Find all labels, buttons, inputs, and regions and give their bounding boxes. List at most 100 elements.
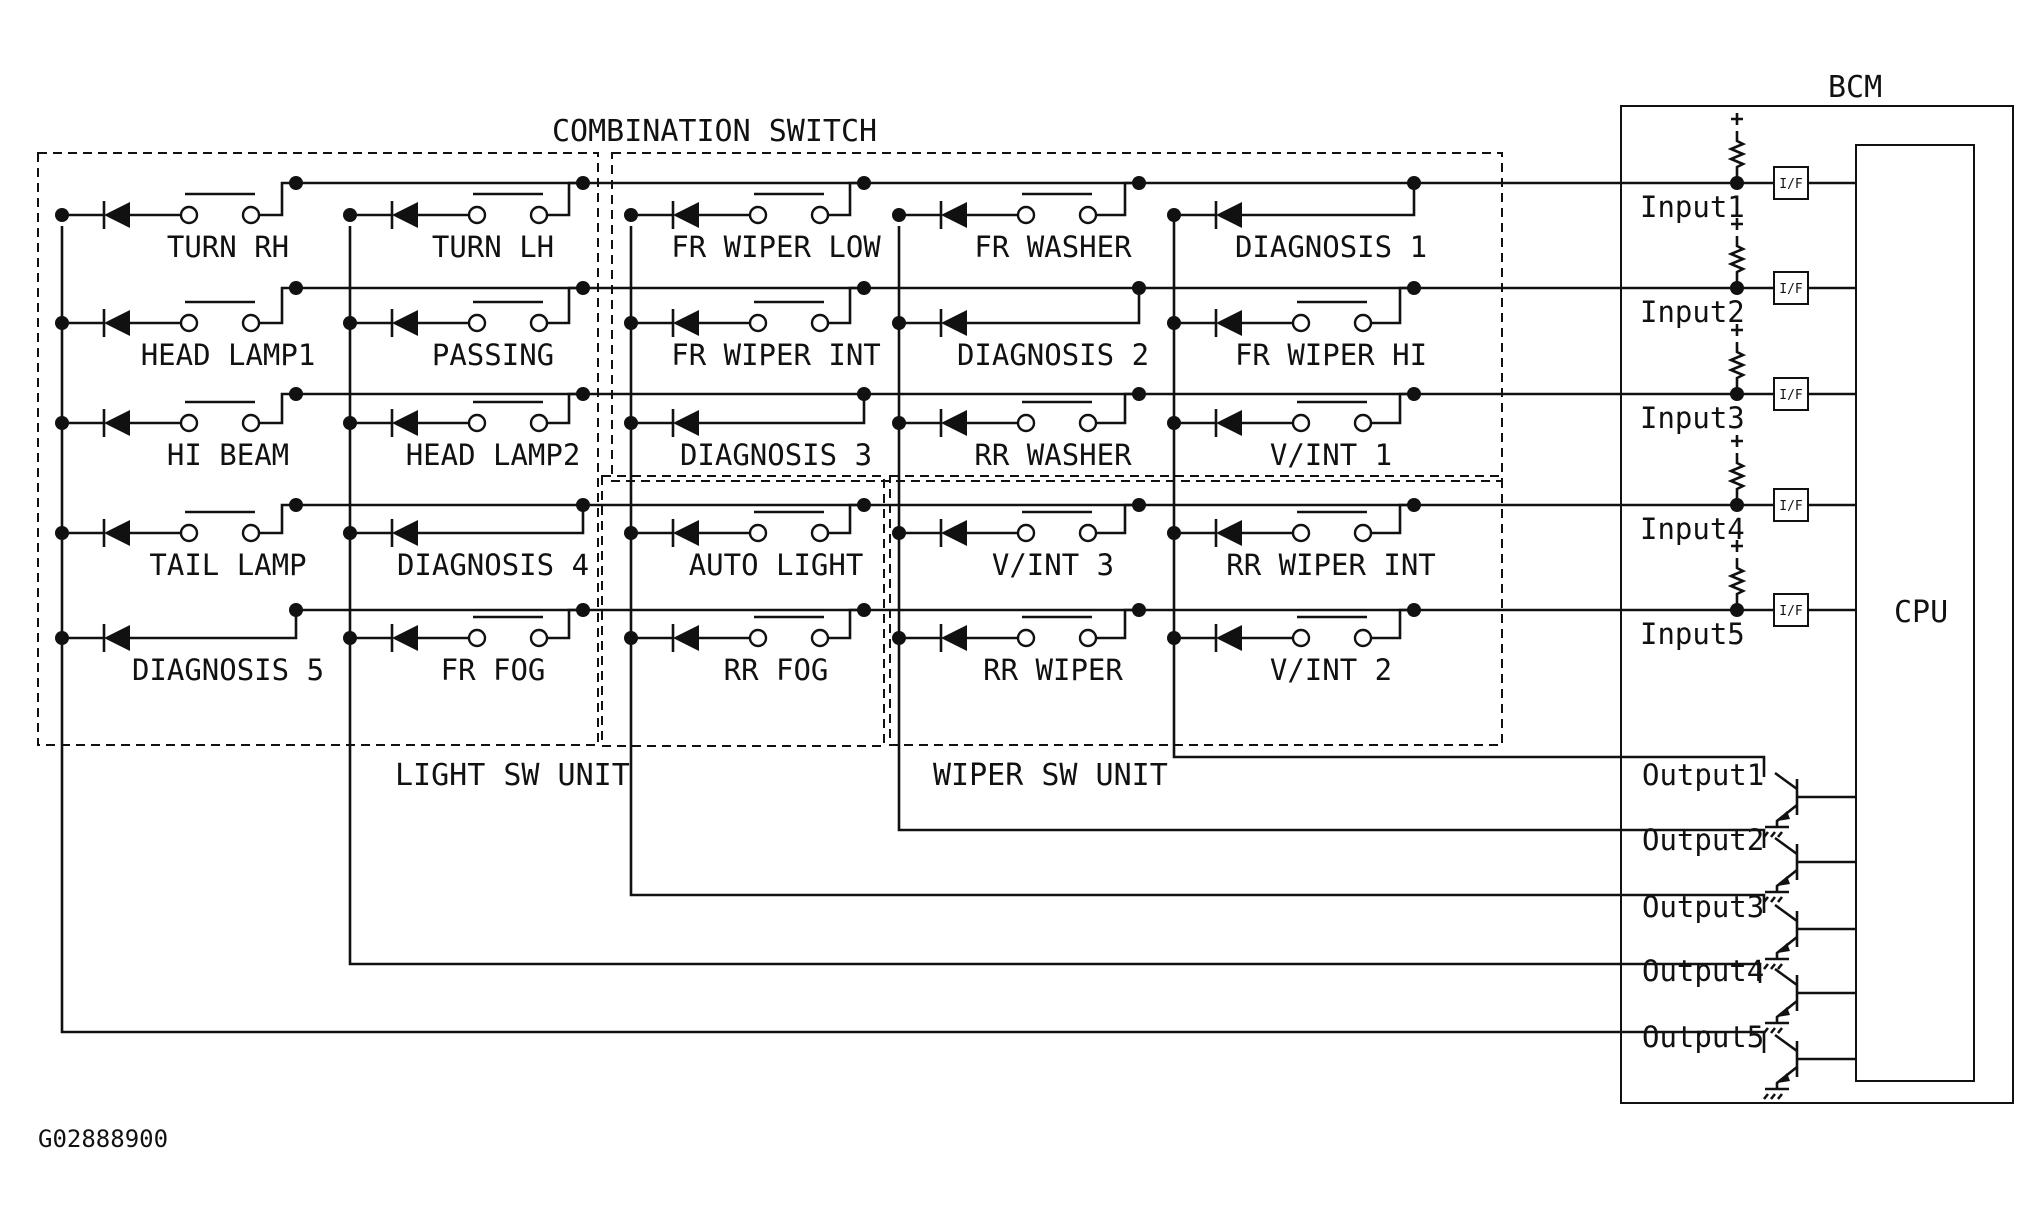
switch-label: AUTO LIGHT (689, 548, 864, 582)
output-label: Output2 (1642, 823, 1764, 857)
contact-terminal (241, 205, 261, 225)
diode-icon (939, 624, 967, 652)
switch-label: PASSING (432, 338, 554, 372)
junction-dot (289, 281, 303, 295)
junction-dot (576, 176, 590, 190)
contact-terminal (529, 413, 549, 433)
resistor-icon (1727, 342, 1747, 394)
output-label: Output3 (1642, 890, 1764, 924)
input-label: Input2 (1640, 295, 1745, 329)
diode-icon (671, 201, 699, 229)
contact-terminal (1291, 413, 1311, 433)
ground-icon (1762, 957, 1789, 970)
contact-terminal (241, 523, 261, 543)
junction-dot (1132, 498, 1146, 512)
switch-fr-fog: FR FOG (343, 603, 590, 687)
switch-label: HEAD LAMP1 (141, 338, 316, 372)
switch-label: RR FOG (724, 653, 829, 687)
diode-icon (102, 409, 130, 437)
contact-terminal (748, 628, 768, 648)
switch-grid: TURN RH TURN LH FR WIPER LOW FR WASHER DIAGN… (55, 176, 1436, 687)
contact-terminal (1016, 523, 1036, 543)
switch-diagnosis-2: DIAGNOSIS 2 (892, 281, 1149, 372)
junction-dot (289, 387, 303, 401)
diode-icon (102, 519, 130, 547)
diode-icon (390, 624, 418, 652)
junction-dot (576, 603, 590, 617)
cpu-label: CPU (1894, 595, 1948, 630)
switch-head-lamp2: HEAD LAMP2 (343, 387, 590, 472)
output-circuit-1: Output1 (1642, 758, 1856, 838)
interface-label: I/F (1779, 499, 1803, 514)
input-label: Input5 (1640, 617, 1745, 651)
junction-dot (1407, 387, 1421, 401)
output-circuit-3: Output3 (1642, 890, 1856, 970)
switch-label: V/INT 1 (1270, 438, 1392, 472)
output-circuit-4: Output4 (1642, 954, 1856, 1034)
contact-terminal (810, 205, 830, 225)
switch-v-int-3: V/INT 3 (892, 498, 1146, 582)
junction-dot (1730, 176, 1744, 190)
contact-terminal (1291, 628, 1311, 648)
contact-terminal (1016, 628, 1036, 648)
bcm-box (1620, 105, 2014, 1104)
interface-block (1773, 377, 1809, 411)
contact-terminal (529, 313, 549, 333)
junction-dot (857, 498, 871, 512)
switch-fr-wiper-low: FR WIPER LOW (624, 176, 881, 264)
junction-dot (289, 176, 303, 190)
contact-terminal (1078, 205, 1098, 225)
ground-icon (1762, 1087, 1789, 1100)
switch-fr-washer: FR WASHER (892, 176, 1146, 264)
output-label: Output1 (1642, 758, 1764, 792)
diode-icon (1214, 201, 1242, 229)
contact-terminal (179, 313, 199, 333)
switch-v-int-1: V/INT 1 (1167, 387, 1421, 472)
switch-turn-rh: TURN RH (55, 176, 303, 264)
switch-label: TURN LH (432, 230, 554, 264)
switch-label: RR WASHER (974, 438, 1132, 472)
switch-diagnosis-3: DIAGNOSIS 3 (624, 387, 872, 472)
switch-fr-wiper-hi: FR WIPER HI (1167, 281, 1427, 372)
junction-dot (1730, 281, 1744, 295)
contact-terminal (529, 205, 549, 225)
resistor-icon (1727, 558, 1747, 610)
junction-dot (857, 603, 871, 617)
switch-label: DIAGNOSIS 5 (132, 653, 324, 687)
switch-label: DIAGNOSIS 4 (397, 548, 589, 582)
output-label: Output5 (1642, 1020, 1764, 1054)
switch-label: FR FOG (441, 653, 546, 687)
diode-icon (1214, 409, 1242, 437)
interface-block (1773, 593, 1809, 627)
contact-terminal (810, 628, 830, 648)
switch-label: DIAGNOSIS 3 (680, 438, 872, 472)
junction-dot (1407, 603, 1421, 617)
diode-icon (102, 309, 130, 337)
switch-label: FR WASHER (974, 230, 1132, 264)
diode-icon (671, 624, 699, 652)
contact-terminal (810, 313, 830, 333)
plus-supply-icon (1731, 324, 1743, 336)
diode-icon (1214, 309, 1242, 337)
switch-label: TAIL LAMP (149, 548, 306, 582)
diode-icon (939, 309, 967, 337)
plus-supply-icon (1731, 435, 1743, 447)
ground-icon (1762, 1021, 1789, 1034)
resistor-icon (1727, 453, 1747, 505)
contact-terminal (241, 313, 261, 333)
switch-turn-lh: TURN LH (343, 176, 590, 264)
junction-dot (857, 176, 871, 190)
contact-terminal (1353, 628, 1373, 648)
diode-icon (390, 519, 418, 547)
contact-terminal (1353, 413, 1373, 433)
interface-block (1773, 166, 1809, 200)
switch-label: V/INT 2 (1270, 653, 1392, 687)
diode-icon (939, 201, 967, 229)
junction-dot (1132, 281, 1146, 295)
switch-v-int-2: V/INT 2 (1167, 603, 1421, 687)
contact-terminal (241, 413, 261, 433)
resistor-icon (1727, 236, 1747, 288)
switch-label: FR WIPER HI (1235, 338, 1427, 372)
